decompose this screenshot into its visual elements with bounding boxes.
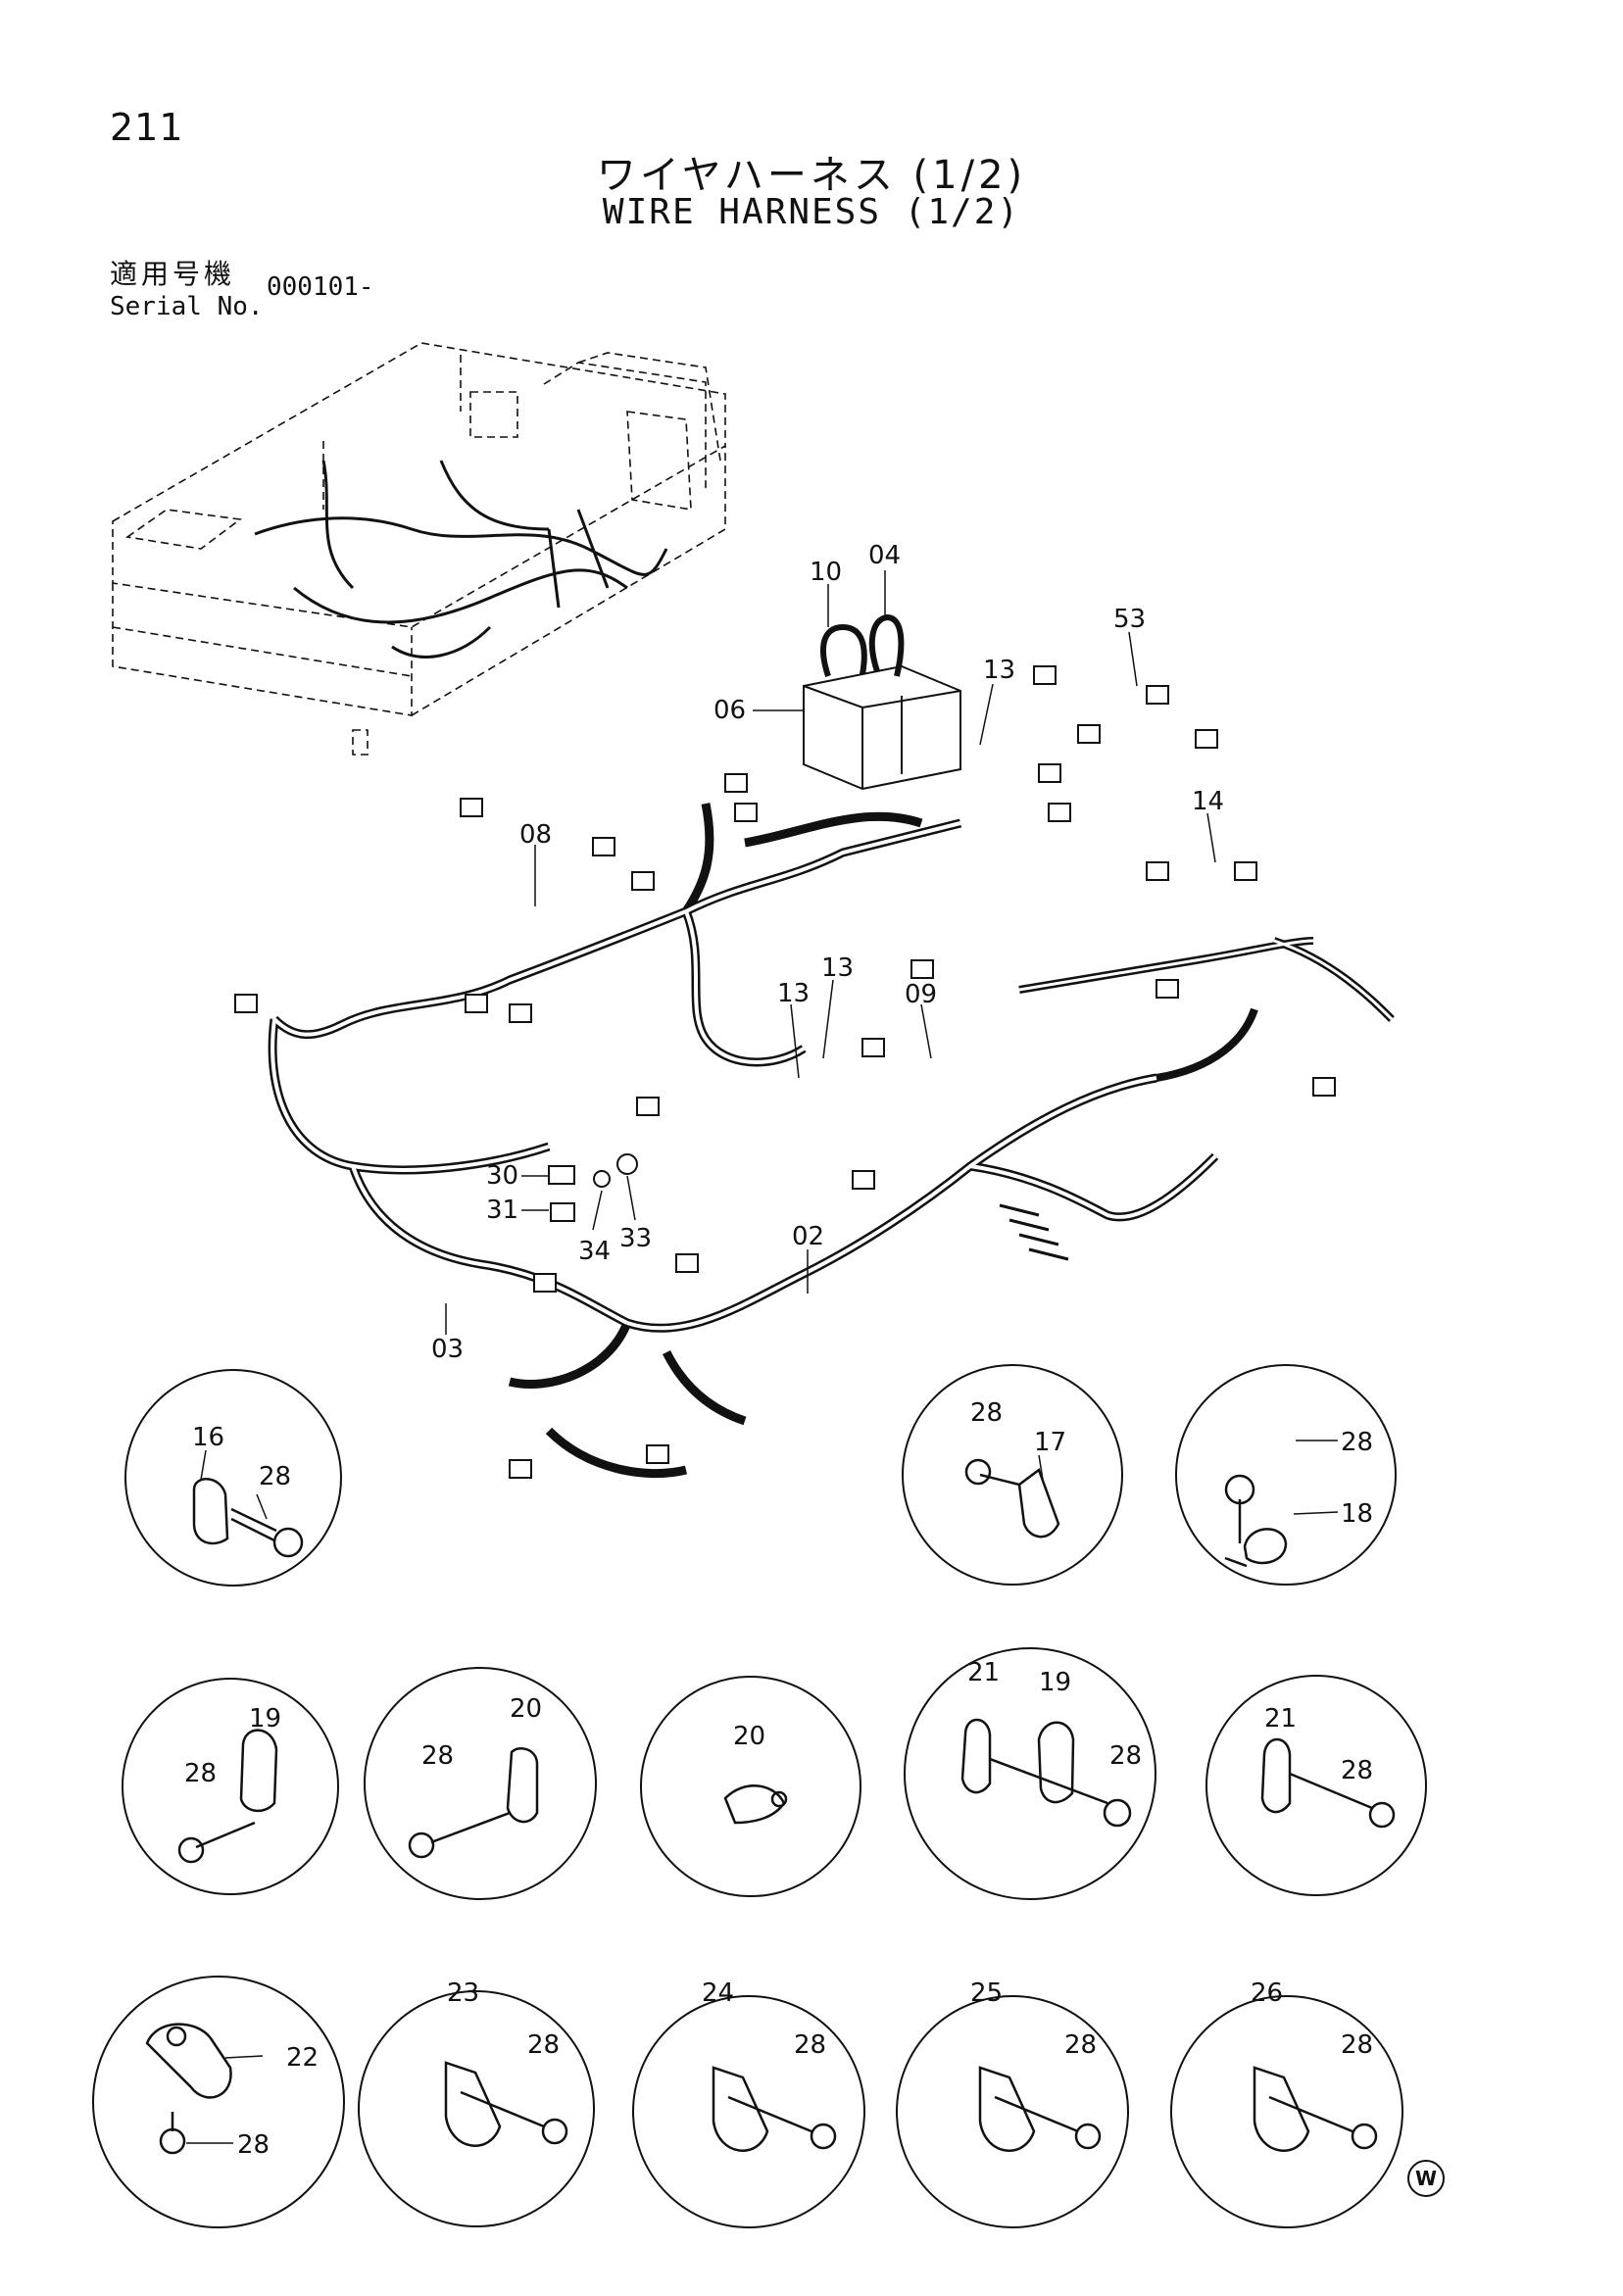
harness-sleeve-highlight <box>270 821 1217 1331</box>
detail-11-label-b: 28 <box>794 2030 826 2060</box>
callout-34: 34 <box>578 1237 611 1266</box>
right-harness <box>1018 937 1395 1082</box>
detail-13-label-a: 26 <box>1251 1978 1283 2008</box>
detail-7-label-b: 19 <box>1039 1668 1071 1697</box>
page-number: 211 <box>110 106 184 149</box>
callout-02: 02 <box>792 1222 824 1251</box>
detail-8-label-b: 28 <box>1341 1756 1373 1785</box>
callout-03: 03 <box>431 1335 464 1364</box>
callout-06: 06 <box>713 696 746 725</box>
w-mark: W <box>1407 2160 1445 2197</box>
detail-7-label-c: 28 <box>1109 1741 1142 1771</box>
machine-outline <box>112 342 726 756</box>
serial-value: 000101- <box>267 272 374 302</box>
detail-9-label-b: 28 <box>237 2130 270 2160</box>
serial-label-english: Serial No. <box>110 292 264 321</box>
detail-3-label-a: 28 <box>1341 1428 1373 1457</box>
title-japanese: ワイヤハーネス (1/2) <box>596 153 1027 198</box>
detail-1-label-a: 16 <box>192 1423 224 1452</box>
main-harness <box>268 803 1219 1479</box>
callout-33: 33 <box>619 1224 652 1253</box>
detail-4-label-b: 28 <box>184 1759 217 1788</box>
detail-3-label-b: 18 <box>1341 1499 1373 1529</box>
detail-parts <box>145 1458 1396 2155</box>
detail-5-label-a: 20 <box>510 1694 542 1724</box>
callout-10: 10 <box>810 558 842 587</box>
detail-10-label-b: 28 <box>527 2030 560 2060</box>
callout-53: 53 <box>1113 605 1146 634</box>
serial-label-japanese: 適用号機 <box>110 258 236 290</box>
callout-labels: 10 04 06 13 53 14 08 13 13 09 02 30 31 3… <box>431 541 1224 1364</box>
detail-labels: 16 28 28 17 28 18 19 28 20 28 20 21 19 2… <box>184 1398 1373 2160</box>
detail-11-label-a: 24 <box>702 1978 734 2008</box>
callout-04: 04 <box>868 541 901 570</box>
callout-30: 30 <box>486 1161 518 1191</box>
callout-13-right: 13 <box>821 953 854 983</box>
detail-2-label-b: 17 <box>1034 1428 1066 1457</box>
callout-14: 14 <box>1192 787 1224 816</box>
callout-13-left: 13 <box>777 979 810 1008</box>
callout-09: 09 <box>905 980 937 1009</box>
detail-4-label-a: 19 <box>249 1704 281 1734</box>
detail-12-label-b: 28 <box>1064 2030 1097 2060</box>
battery <box>803 613 961 791</box>
detail-10-label-a: 23 <box>447 1978 479 2008</box>
detail-8-label-a: 21 <box>1264 1704 1297 1734</box>
leader-lines <box>445 570 1216 1335</box>
detail-1-label-b: 28 <box>259 1462 291 1491</box>
detail-7-label-a: 21 <box>967 1658 1000 1687</box>
machine-harness-sketch <box>254 460 668 659</box>
detail-circles <box>92 1364 1427 2228</box>
part-bracket-group <box>548 1153 638 1222</box>
right-harness-highlight <box>1018 939 1394 1021</box>
connectors <box>234 665 1336 1479</box>
callout-13-top: 13 <box>983 656 1015 685</box>
detail-9-label-a: 22 <box>286 2043 319 2073</box>
detail-6-label-a: 20 <box>733 1722 765 1751</box>
detail-2-label-a: 28 <box>970 1398 1003 1428</box>
detail-13-label-b: 28 <box>1341 2030 1373 2060</box>
detail-leaders <box>186 1440 1339 2144</box>
detail-5-label-b: 28 <box>421 1741 454 1771</box>
title-english: WIRE HARNESS (1/2) <box>602 192 1021 232</box>
detail-12-label-a: 25 <box>970 1978 1003 2008</box>
callout-08: 08 <box>519 820 552 850</box>
bolt-row <box>999 1203 1069 1261</box>
callout-31: 31 <box>486 1196 518 1225</box>
